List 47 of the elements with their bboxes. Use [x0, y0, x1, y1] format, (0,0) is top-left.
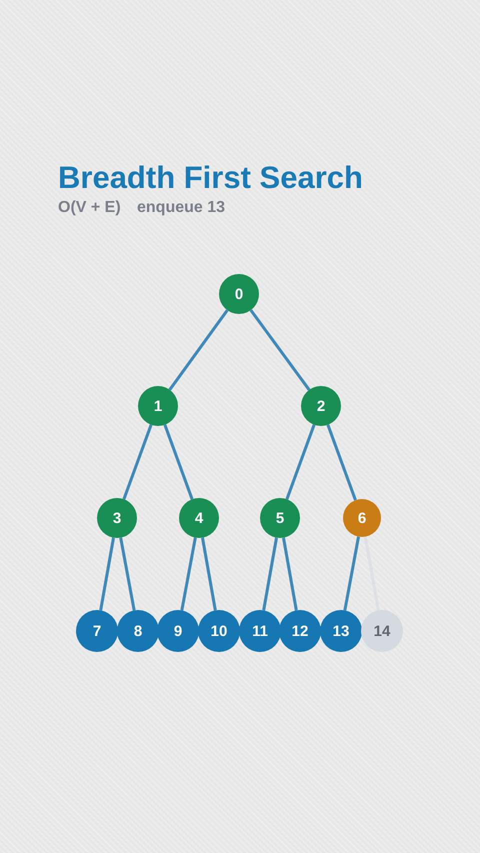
- node-number: 3: [112, 510, 122, 526]
- visited-node-circle: [179, 498, 219, 538]
- node-number: 11: [252, 622, 268, 640]
- complexity-label: O(V + E): [58, 199, 121, 217]
- tree-edge: [364, 536, 380, 611]
- visited-node-circle: [138, 386, 178, 426]
- node-number: 1: [154, 398, 162, 414]
- node-number: 13: [332, 622, 350, 640]
- node-number: 4: [194, 510, 204, 526]
- tree-edge: [285, 424, 316, 500]
- tree-edge: [282, 537, 298, 611]
- node-number: 14: [374, 622, 390, 640]
- node-number: 10: [210, 622, 228, 640]
- tree-edge: [326, 424, 357, 501]
- node-number: 7: [92, 622, 102, 640]
- node-number: 9: [174, 622, 182, 640]
- visited-node-circle: [260, 498, 300, 538]
- queued-node-circle: [239, 610, 281, 652]
- node-number: 5: [276, 510, 284, 526]
- queued-node-circle: [279, 610, 321, 652]
- current-node-circle: [343, 499, 381, 537]
- tree-edge: [250, 309, 310, 391]
- queued-node-circle: [76, 610, 118, 652]
- tree-edge: [163, 424, 194, 500]
- tree-edge: [99, 537, 115, 611]
- queued-node-circle: [157, 610, 199, 652]
- tree-edge: [180, 537, 197, 611]
- node-number: 12: [292, 622, 308, 640]
- queued-node-circle: [117, 610, 159, 652]
- visited-node-circle: [301, 386, 341, 426]
- node-number: 6: [358, 510, 366, 526]
- unvisited-node-circle: [361, 610, 403, 652]
- tree-edge: [343, 536, 360, 611]
- tree-edge: [201, 537, 217, 611]
- tree-edge: [122, 424, 153, 500]
- tree-edge: [119, 537, 136, 611]
- node-number: 2: [316, 398, 326, 414]
- visited-node-circle: [219, 274, 259, 314]
- tree-edge: [262, 537, 278, 611]
- visited-node-circle: [97, 498, 137, 538]
- queued-node-circle: [320, 610, 362, 652]
- tree-edge: [168, 309, 228, 391]
- node-number: 0: [234, 286, 244, 302]
- title: Breadth First Search: [58, 160, 363, 196]
- node-number: 8: [134, 622, 142, 640]
- queued-node-circle: [198, 610, 240, 652]
- status-label: enqueue 13: [137, 199, 226, 217]
